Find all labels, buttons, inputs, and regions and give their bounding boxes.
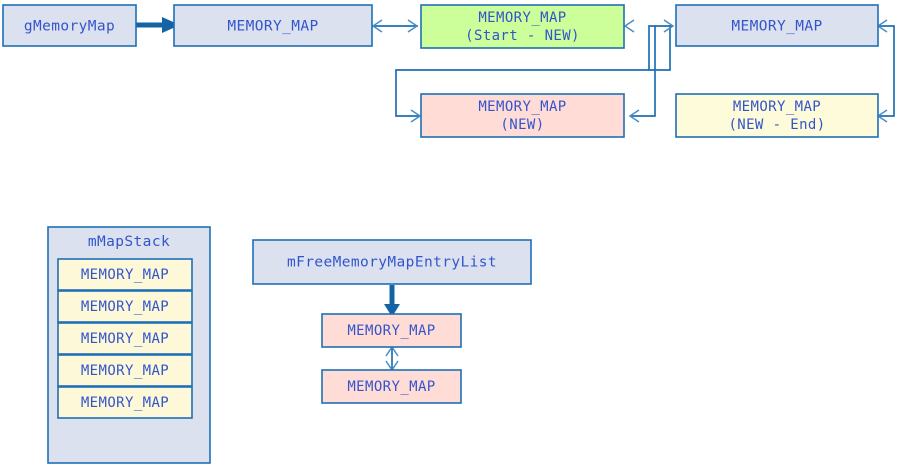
connector-entry1-entry2 <box>385 345 399 372</box>
connector-wrap-to-new <box>395 69 649 123</box>
memory-map-node-start-new-label-line2: (Start - NEW) <box>465 28 580 44</box>
map-stack-item[interactable]: MEMORY_MAP <box>57 354 193 387</box>
map-stack-item-label: MEMORY_MAP <box>81 395 169 411</box>
connector-freelist-to-entry1 <box>384 285 400 317</box>
free-list-entry[interactable]: MEMORY_MAP <box>321 313 462 348</box>
free-list-entry-label: MEMORY_MAP <box>347 379 435 395</box>
map-stack-item-label: MEMORY_MAP <box>81 299 169 315</box>
connector-node2-to-new <box>628 26 656 123</box>
memory-map-node-new-end[interactable]: MEMORY_MAP (NEW - End) <box>675 93 879 138</box>
free-memory-map-entry-list-node[interactable]: mFreeMemoryMapEntryList <box>252 239 532 285</box>
map-stack-item-label: MEMORY_MAP <box>81 331 169 347</box>
memory-map-node-new-label-line2: (NEW) <box>500 117 544 133</box>
connector-right-bracket <box>876 19 895 123</box>
memory-map-node-2[interactable]: MEMORY_MAP <box>675 4 879 47</box>
map-stack-item-label: MEMORY_MAP <box>81 267 169 283</box>
memory-map-node-start-new-label-line1: MEMORY_MAP <box>478 10 566 26</box>
free-memory-map-entry-list-label: mFreeMemoryMapEntryList <box>287 255 497 271</box>
memory-map-node-new-label-line1: MEMORY_MAP <box>478 99 566 115</box>
free-list-entry-label: MEMORY_MAP <box>347 323 435 339</box>
map-stack-item[interactable]: MEMORY_MAP <box>57 258 193 291</box>
memory-map-node-new-end-label-line2: (NEW - End) <box>728 117 825 133</box>
memory-map-node-1[interactable]: MEMORY_MAP <box>173 4 373 47</box>
map-stack-title: mMapStack <box>88 234 170 250</box>
connector-startnew-to-node2 <box>623 19 675 71</box>
memory-map-node-new[interactable]: MEMORY_MAP (NEW) <box>420 93 625 138</box>
connector-gmemorymap-to-node1 <box>136 17 180 33</box>
map-stack-item-label: MEMORY_MAP <box>81 363 169 379</box>
connector-node1-startnew <box>371 19 419 33</box>
memory-map-node-new-end-label-line1: MEMORY_MAP <box>733 99 821 115</box>
gmemorymap-label: gMemoryMap <box>24 19 115 35</box>
memory-map-node-start-new[interactable]: MEMORY_MAP (Start - NEW) <box>420 4 625 49</box>
map-stack-item[interactable]: MEMORY_MAP <box>57 386 193 419</box>
memory-map-node-2-label: MEMORY_MAP <box>731 19 822 35</box>
free-list-entry[interactable]: MEMORY_MAP <box>321 369 462 404</box>
node-gmemorymap[interactable]: gMemoryMap <box>2 4 137 47</box>
map-stack-item[interactable]: MEMORY_MAP <box>57 290 193 323</box>
map-stack-item[interactable]: MEMORY_MAP <box>57 322 193 355</box>
map-stack-container: mMapStack MEMORY_MAP MEMORY_MAP MEMORY_M… <box>47 226 211 464</box>
memory-map-node-1-label: MEMORY_MAP <box>227 19 318 35</box>
